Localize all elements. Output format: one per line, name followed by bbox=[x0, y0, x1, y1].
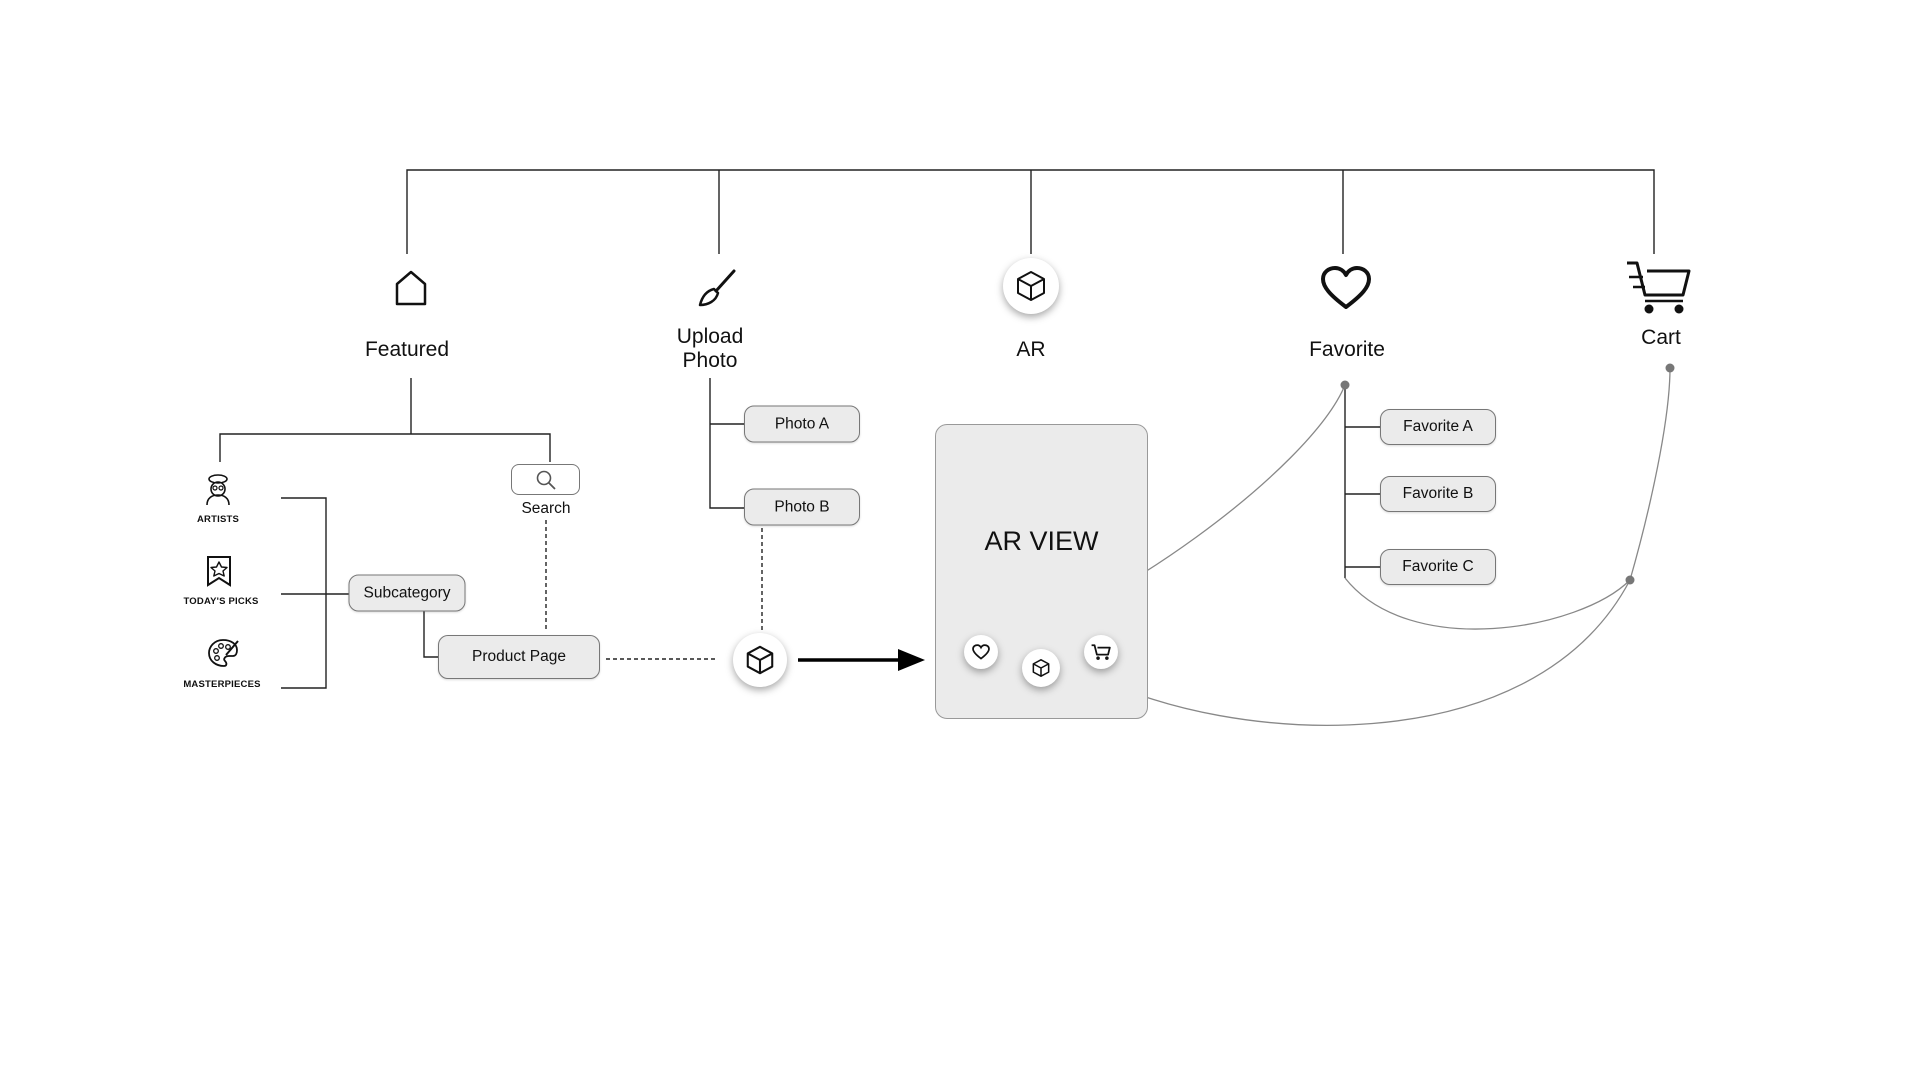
nav-label-favorite: Favorite bbox=[1309, 338, 1385, 361]
palette-icon[interactable] bbox=[206, 637, 240, 669]
heart-icon[interactable] bbox=[1320, 265, 1372, 311]
nav-label-upload-photo: Upload Photo bbox=[677, 325, 744, 373]
nav-label-ar: AR bbox=[1016, 338, 1046, 361]
heart-icon bbox=[972, 644, 990, 660]
product-page-pill[interactable]: Product Page bbox=[438, 635, 600, 679]
category-bracket bbox=[281, 497, 350, 689]
ar-favorite-button[interactable] bbox=[964, 635, 998, 669]
upload-tree-connector bbox=[709, 378, 745, 509]
bookmark-star-icon[interactable] bbox=[205, 554, 233, 588]
todays-picks-label: TODAY'S PICKS bbox=[183, 596, 259, 607]
ar-arrow-head bbox=[898, 649, 925, 671]
nav-label-upload-line2: Photo bbox=[682, 349, 738, 372]
search-icon bbox=[536, 470, 556, 490]
home-icon[interactable] bbox=[393, 268, 429, 308]
favorite-a-pill[interactable]: Favorite A bbox=[1380, 409, 1496, 445]
cube-icon bbox=[746, 645, 774, 675]
ar-cart-button[interactable] bbox=[1084, 635, 1118, 669]
nav-label-cart: Cart bbox=[1641, 326, 1681, 349]
top-connector bbox=[406, 169, 1655, 254]
artists-label: ARTISTS bbox=[196, 514, 240, 525]
cube-icon bbox=[1017, 271, 1045, 301]
subcategory-product-connector bbox=[423, 610, 438, 658]
ar-launch-button[interactable] bbox=[733, 633, 787, 687]
junction-dot bbox=[1625, 575, 1635, 585]
cart-icon[interactable] bbox=[1625, 257, 1693, 315]
cart-curve-b bbox=[1099, 579, 1631, 726]
search-box[interactable] bbox=[511, 464, 580, 495]
favorite-node-dot bbox=[1340, 380, 1350, 390]
ar-nav-button[interactable] bbox=[1003, 258, 1059, 314]
cube-icon bbox=[1032, 659, 1050, 677]
paintbrush-icon[interactable] bbox=[696, 267, 738, 309]
cart-node-dot bbox=[1665, 363, 1675, 373]
photo-a-pill[interactable]: Photo A bbox=[744, 405, 860, 443]
ar-cube-button[interactable] bbox=[1022, 649, 1060, 687]
artist-icon[interactable] bbox=[203, 473, 233, 507]
subcategory-pill[interactable]: Subcategory bbox=[348, 574, 466, 612]
nav-label-upload-line1: Upload bbox=[676, 325, 744, 348]
favorite-b-pill[interactable]: Favorite B bbox=[1380, 476, 1496, 512]
cart-icon bbox=[1091, 644, 1111, 660]
photo-b-pill[interactable]: Photo B bbox=[744, 488, 860, 526]
favorite-tree-connector bbox=[1344, 385, 1381, 578]
cart-curve-c bbox=[1629, 367, 1671, 581]
ar-view-title: AR VIEW bbox=[984, 526, 1099, 556]
cart-curve-a bbox=[1344, 577, 1631, 630]
nav-label-featured: Featured bbox=[364, 338, 450, 361]
favorite-c-pill[interactable]: Favorite C bbox=[1380, 549, 1496, 585]
search-label: Search bbox=[521, 500, 571, 517]
masterpieces-label: MASTERPIECES bbox=[183, 679, 261, 690]
featured-tree-connector bbox=[219, 378, 551, 462]
